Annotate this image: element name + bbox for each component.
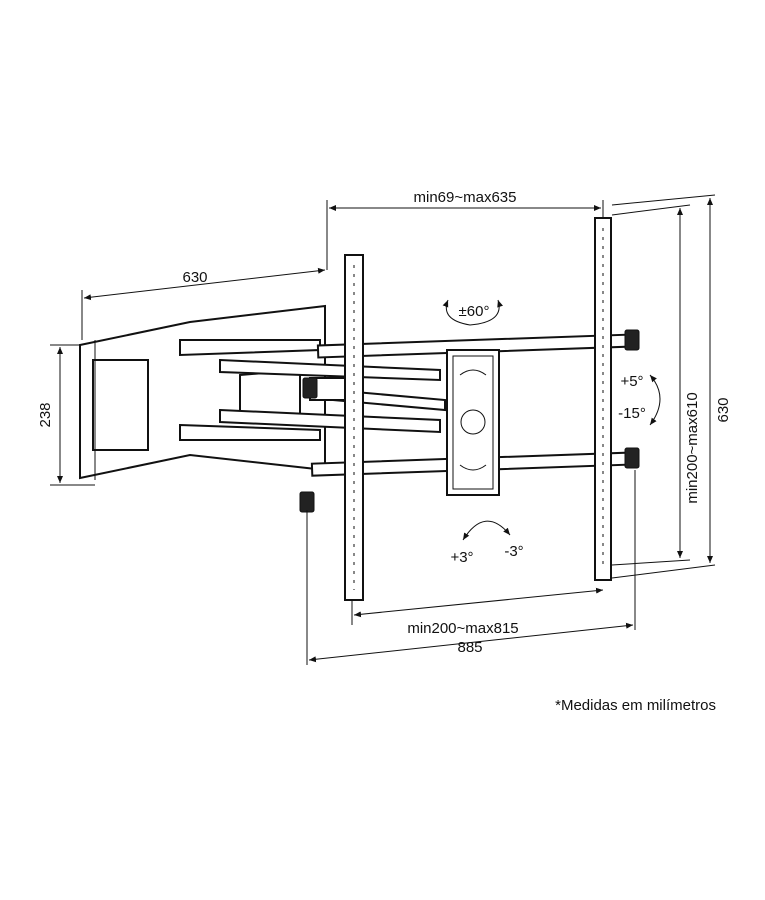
center-plate (446, 349, 500, 496)
label-top-span: min69~max635 (414, 189, 517, 206)
rotation-arrows (442, 299, 661, 541)
label-vertical-span: min200~max610 (684, 392, 701, 503)
label-horizontal-span: min200~max815 (407, 620, 518, 637)
wall-plate (79, 304, 326, 480)
label-swivel: ±60° (459, 303, 490, 320)
swing-arms (219, 358, 446, 434)
label-level-plus: +3° (450, 549, 473, 566)
label-level-minus: -3° (504, 543, 523, 560)
footnote: *Medidas em milímetros (555, 697, 716, 714)
label-tilt-up: +5° (620, 373, 643, 390)
label-total-width: 885 (457, 639, 482, 656)
label-tilt-down: -15° (618, 405, 646, 422)
vertical-rails (344, 217, 612, 601)
label-total-height: 630 (715, 397, 732, 422)
label-arm-length: 630 (182, 269, 207, 286)
dimension-lines (50, 194, 716, 665)
label-wall-plate-height: 238 (37, 402, 54, 427)
